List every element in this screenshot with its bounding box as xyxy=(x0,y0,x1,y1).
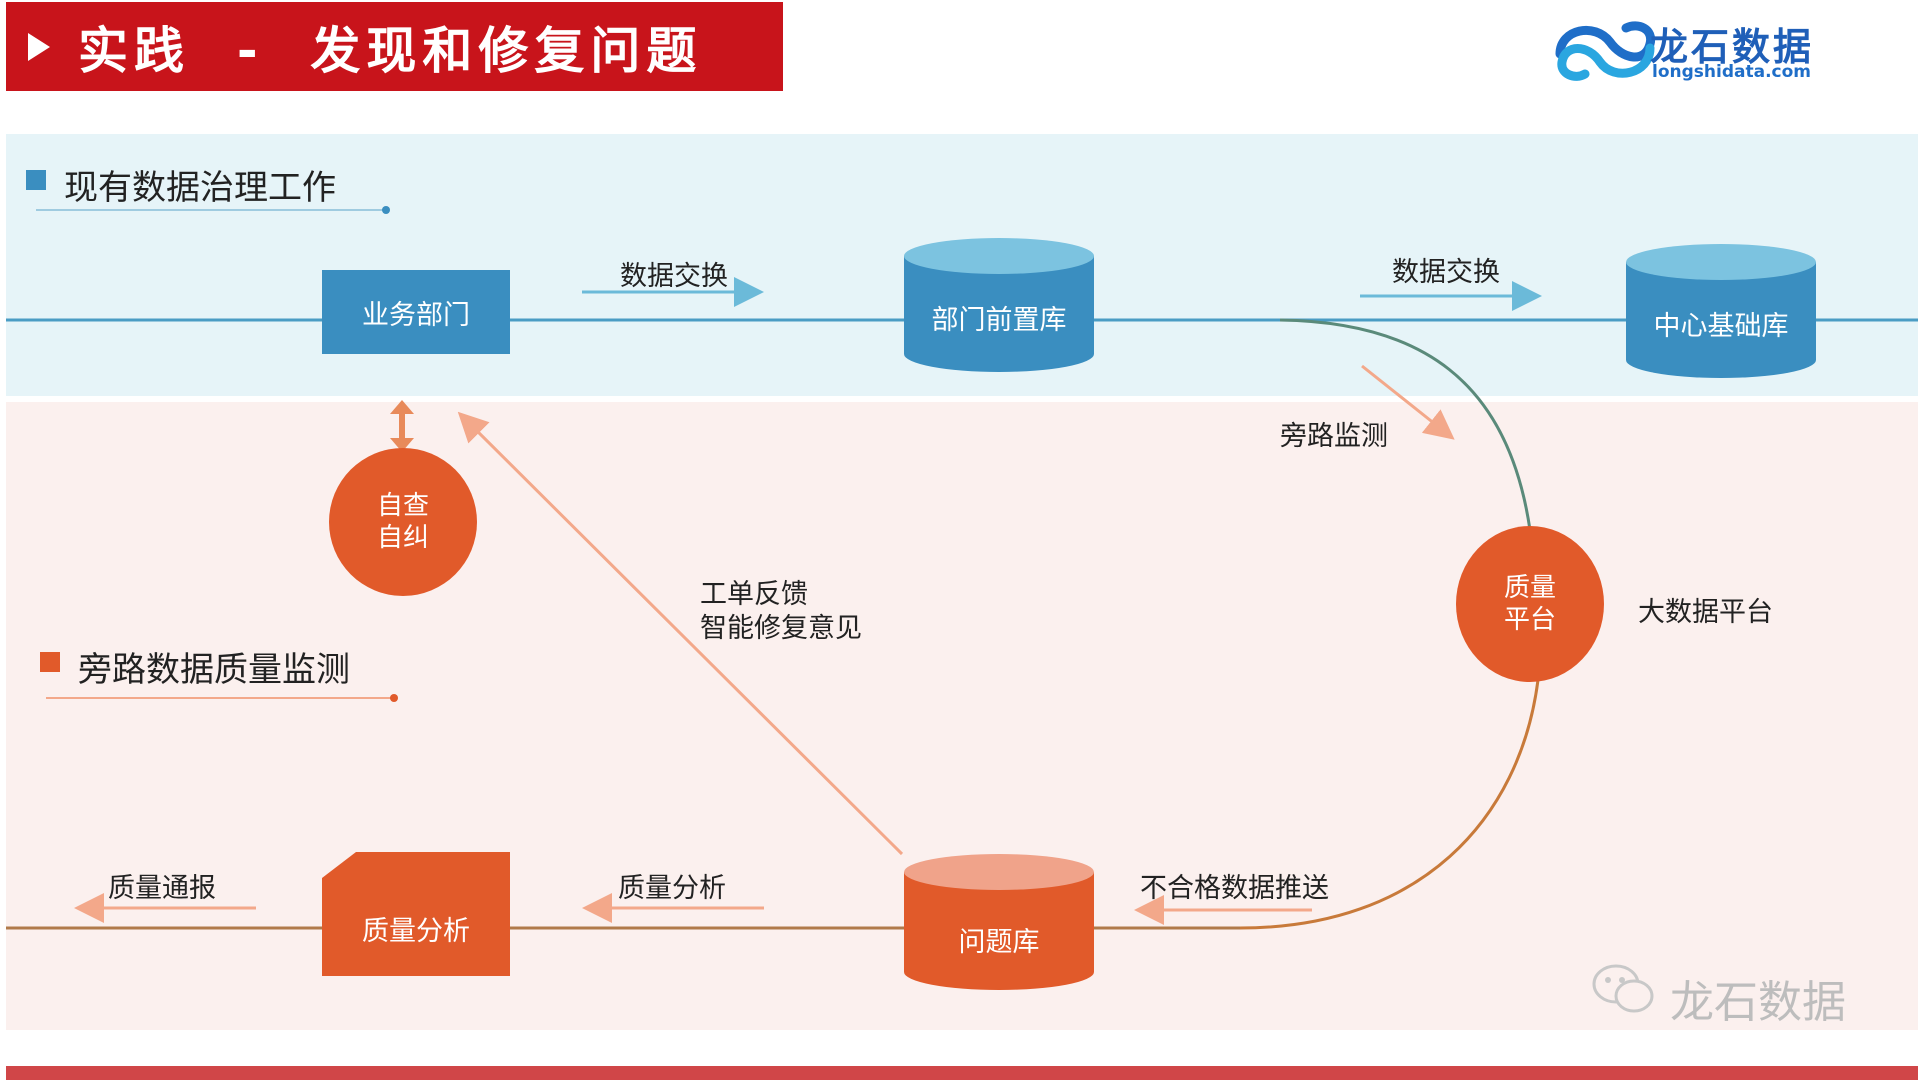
watermark-text: 龙石数据 xyxy=(1670,977,1846,1028)
push-label: 不合格数据推送 xyxy=(1140,873,1329,904)
quality-platform-node: 质量 平台 xyxy=(1456,526,1604,682)
quality-platform-line-1: 质量 xyxy=(1503,573,1556,603)
quality-analysis-shape xyxy=(322,852,510,976)
exchange-label-2: 数据交换 xyxy=(1392,257,1500,288)
section-marker-bottom xyxy=(40,652,60,672)
bypass-arrow xyxy=(1361,364,1455,440)
issue-db-shape xyxy=(904,854,1094,990)
wechat-icon xyxy=(1592,964,1654,1013)
section-title-top: 现有数据治理工作 xyxy=(64,168,336,208)
bottom-rule xyxy=(6,1066,1918,1080)
dept-front-db-label: 部门前置库 xyxy=(931,305,1067,336)
report-label: 质量通报 xyxy=(108,873,216,904)
exchange-label-1: 数据交换 xyxy=(620,261,728,292)
self-check-node: 自查 自纠 xyxy=(329,448,477,596)
feedback-arrow xyxy=(457,411,904,856)
quality-platform-line-2: 平台 xyxy=(1503,605,1556,635)
analysis-label: 质量分析 xyxy=(618,873,726,904)
self-check-line-2: 自纠 xyxy=(376,523,429,553)
dept-front-db-shape xyxy=(904,238,1094,372)
center-base-db-label: 中心基础库 xyxy=(1653,311,1789,342)
feedback-label-2: 智能修复意见 xyxy=(700,613,862,644)
company-logo xyxy=(1555,21,1656,81)
section-title-bottom: 旁路数据质量监测 xyxy=(78,650,350,690)
feedback-label-1: 工单反馈 xyxy=(700,579,808,610)
bypass-label: 旁路监测 xyxy=(1280,421,1388,452)
center-base-db-shape xyxy=(1626,244,1816,378)
page-title: 实践 - 发现和修复问题 xyxy=(78,21,703,80)
curve-to-issue-db xyxy=(1239,679,1540,930)
logo-name: 龙石数据 xyxy=(1650,25,1815,69)
title-banner: 实践 - 发现和修复问题 xyxy=(6,2,783,91)
quality-analysis-node: 质量分析 xyxy=(362,915,470,947)
big-data-platform-label: 大数据平台 xyxy=(1638,597,1773,628)
self-check-line-1: 自查 xyxy=(376,491,429,521)
issue-db-label: 问题库 xyxy=(958,927,1040,958)
section-marker-top xyxy=(26,170,46,190)
business-dept-node: 业务部门 xyxy=(322,270,510,354)
play-icon xyxy=(28,32,50,61)
logo-url: longshidata.com xyxy=(1652,62,1811,82)
curve-to-platform xyxy=(1279,318,1532,531)
